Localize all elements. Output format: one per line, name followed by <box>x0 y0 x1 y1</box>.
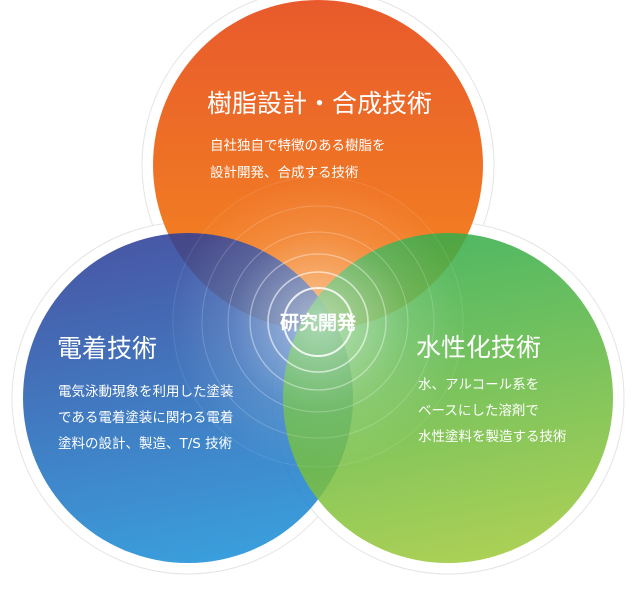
right-desc-line-2: ベースにした溶剤で <box>418 403 539 419</box>
right-desc-line-3: 水性塗料を製造する技術 <box>418 428 567 445</box>
left-title: 電着技術 <box>57 334 157 363</box>
left-desc-line-1: 電気泳動現象を利用した塗装 <box>58 383 234 400</box>
left-desc-line-3: 塗料の設計、製造、T/S 技術 <box>58 435 232 452</box>
top-desc-line-2: 設計開発、合成する技術 <box>210 165 359 181</box>
top-desc-line-1: 自社独自で特徴のある樹脂を <box>210 138 386 154</box>
center-label: 研究開発 <box>280 311 357 334</box>
right-desc-line-1: 水、アルコール系を <box>418 377 539 393</box>
center-ripples <box>168 172 468 472</box>
right-title: 水性化技術 <box>416 333 541 362</box>
left-desc-line-2: である電着塗装に関わる電着 <box>58 409 233 426</box>
top-title: 樹脂設計・合成技術 <box>207 89 432 118</box>
